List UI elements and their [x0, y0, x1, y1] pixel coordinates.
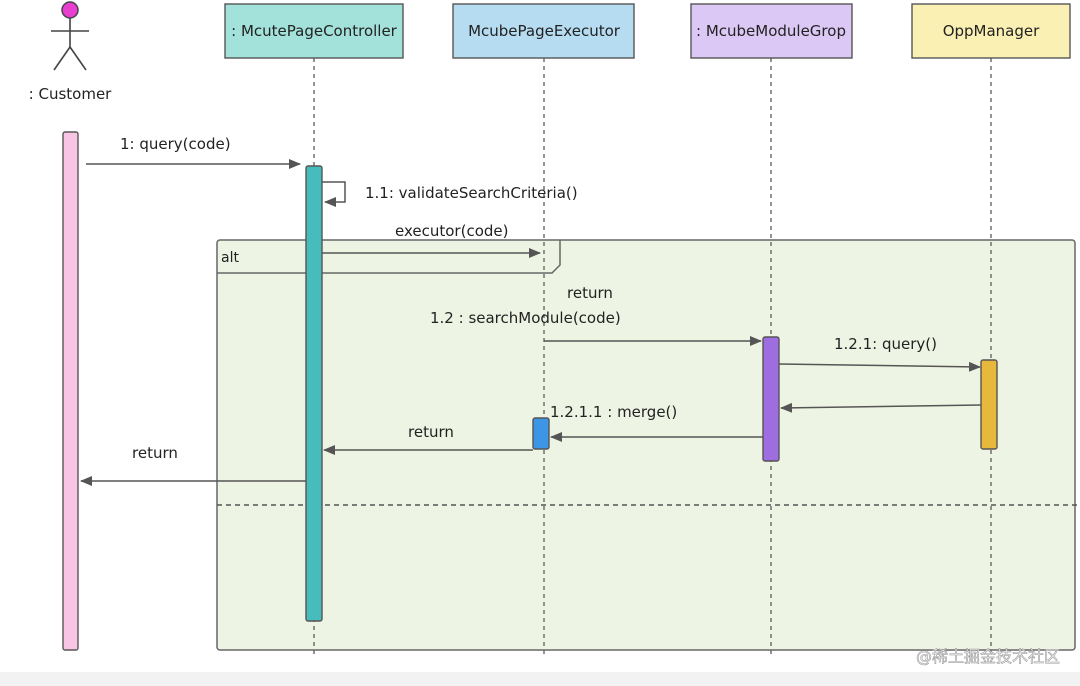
message-search-module-label: 1.2 : searchModule(code)	[430, 309, 621, 327]
opp-activation-bar	[980, 359, 998, 450]
message-return-customer: return	[80, 444, 306, 486]
participant-controller-label: : McutePageController	[231, 22, 398, 40]
participant-controller-box	[224, 3, 404, 59]
participant-executor: McubePageExecutor	[452, 3, 635, 59]
alt-fragment-frame	[216, 239, 1076, 651]
alt-fragment-tab	[217, 240, 561, 274]
message-search-module: 1.2 : searchModule(code)	[430, 309, 762, 346]
group-activation-bar	[762, 336, 780, 462]
message-return-executor-label: return	[567, 284, 613, 302]
participant-group: : McubeModuleGrop	[690, 3, 853, 59]
message-opp-query-label: 1.2.1: query()	[834, 335, 937, 353]
participant-opp: OppManager	[911, 3, 1071, 59]
controller-activation-bar	[305, 165, 323, 622]
message-query-code-label: 1: query(code)	[120, 135, 231, 153]
message-opp-return-arrow	[780, 402, 982, 413]
message-validate-search-criteria-label: 1.1: validateSearchCriteria()	[365, 184, 578, 202]
message-opp-query-arrow	[778, 361, 981, 372]
message-merge: 1.2.1.1 : merge()	[550, 403, 763, 442]
customer-actor-label: : Customer	[29, 85, 113, 103]
customer-actor-left-leg	[53, 46, 71, 71]
participant-group-label: : McubeModuleGrop	[696, 22, 846, 40]
message-return-controller: return	[323, 423, 533, 455]
executor-activation-bar	[532, 417, 550, 450]
message-opp-query: 1.2.1: query()	[778, 335, 981, 372]
participant-controller: : McutePageController	[224, 3, 404, 59]
participant-opp-box	[911, 3, 1071, 59]
participant-executor-label: McubePageExecutor	[468, 22, 621, 40]
customer-activation-bar	[62, 131, 79, 651]
customer-actor: : Customer	[29, 1, 113, 651]
message-merge-label: 1.2.1.1 : merge()	[550, 403, 677, 421]
bottom-strip	[0, 672, 1080, 686]
message-executor-code: executor(code)	[322, 222, 541, 258]
customer-actor-right-leg	[69, 46, 87, 71]
message-return-controller-label: return	[408, 423, 454, 441]
customer-actor-head	[61, 1, 79, 19]
alt-fragment: alt	[216, 239, 1078, 651]
message-executor-code-label: executor(code)	[395, 222, 508, 240]
message-validate-search-criteria-arrow	[322, 181, 346, 207]
alt-fragment-operator: alt	[221, 250, 239, 266]
message-return-customer-label: return	[132, 444, 178, 462]
participant-group-box	[690, 3, 853, 59]
message-query-code: 1: query(code)	[86, 135, 301, 169]
participant-opp-label: OppManager	[943, 22, 1040, 40]
message-validate-search-criteria: 1.1: validateSearchCriteria()	[322, 181, 578, 207]
watermark: @稀土掘金技术社区	[916, 647, 1060, 666]
participant-executor-box	[452, 3, 635, 59]
